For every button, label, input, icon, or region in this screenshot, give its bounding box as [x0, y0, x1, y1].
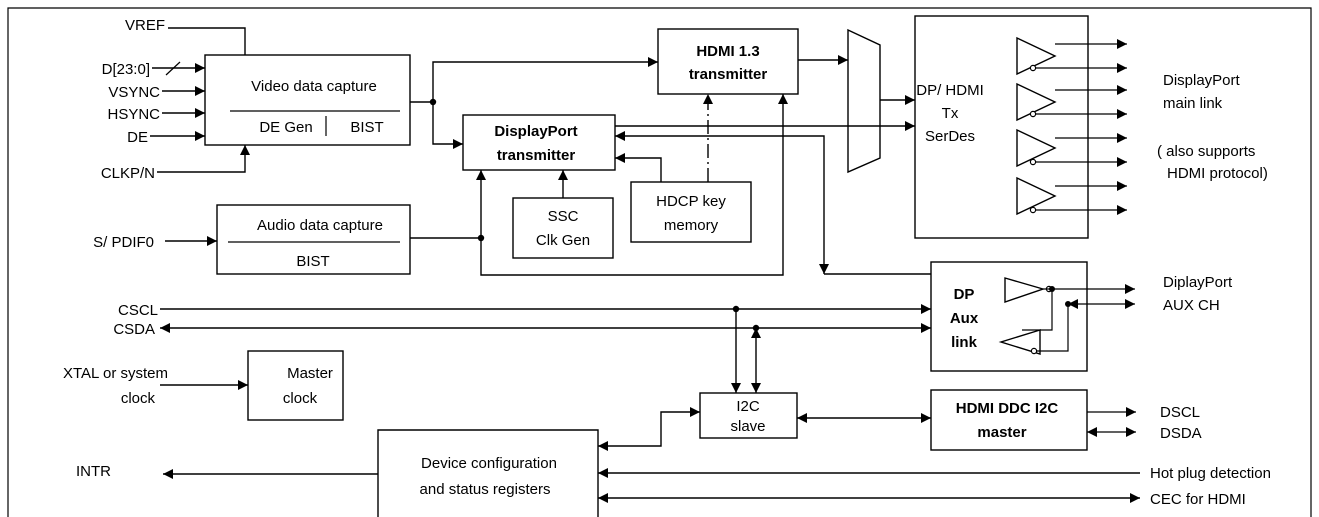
displayport-transmitter-block: DisplayPort transmitter [462, 114, 616, 171]
audio-data-capture-block: Audio data capture BIST [216, 204, 411, 275]
dev-config-line2: and status registers [420, 481, 551, 498]
video-bist-label: BIST [350, 119, 383, 136]
hot-plug-label: Hot plug detection [1150, 465, 1271, 482]
aux-line2: Aux [950, 310, 979, 327]
xtal-label-line2: clock [121, 390, 156, 407]
xtal-label-line1: XTAL or system [63, 365, 168, 382]
hdcp-key-memory-block: HDCP key memory [630, 181, 752, 243]
dp-tx-line2: transmitter [497, 147, 576, 164]
hdmi-tx-line2: transmitter [689, 66, 768, 83]
ssc-clock-gen-block: SSC Clk Gen [512, 197, 614, 259]
de-label: DE [127, 129, 148, 146]
connections [150, 27, 1140, 503]
dp-tx-line1: DisplayPort [494, 123, 577, 140]
cscl-label: CSCL [118, 302, 158, 319]
spdif-label: S/ PDIF0 [93, 234, 154, 251]
device-config-block: Device configuration and status register… [377, 429, 599, 517]
aux-line3: link [951, 334, 977, 351]
driver-4 [1016, 176, 1127, 216]
ddc-line1: HDMI DDC I2C [956, 400, 1059, 417]
hdmi-ddc-master-block: HDMI DDC I2C master [930, 389, 1088, 451]
serdes-line1: DP/ HDMI [916, 82, 984, 99]
i2c-slave-line1: I2C [736, 398, 760, 415]
audio-capture-title: Audio data capture [257, 217, 383, 234]
master-clock-line1: Master [287, 365, 333, 382]
clkpn-label: CLKP/N [101, 165, 155, 182]
dp-main-link-line1: DisplayPort [1163, 72, 1241, 89]
audio-bist-label: BIST [296, 253, 329, 270]
input-labels: VREF D[23:0] VSYNC HSYNC DE CLKP/N S/ PD… [63, 17, 168, 480]
driver-2 [1016, 82, 1127, 122]
video-data-capture-block: Video data capture DE Gen BIST [204, 54, 411, 146]
output-mux [847, 28, 881, 174]
output-labels: DisplayPort main link ( also supports HD… [1150, 72, 1271, 508]
serdes-line3: SerDes [925, 128, 975, 145]
cec-label: CEC for HDMI [1150, 491, 1246, 508]
hdcp-line1: HDCP key [656, 193, 726, 210]
i2c-slave-block: I2C slave [699, 392, 798, 439]
dp-main-link-line2: main link [1163, 95, 1223, 112]
ssc-line1: SSC [548, 208, 579, 225]
master-clock-line2: clock [283, 390, 318, 407]
ssc-line2: Clk Gen [536, 232, 590, 249]
aux-line1: DP [954, 286, 975, 303]
driver-1 [1016, 36, 1127, 76]
ddc-line2: master [977, 424, 1026, 441]
dev-config-line1: Device configuration [421, 455, 557, 472]
vref-label: VREF [125, 17, 165, 34]
intr-label: INTR [76, 463, 111, 480]
hdmi-tx-line1: HDMI 1.3 [696, 43, 759, 60]
i2c-slave-line2: slave [730, 418, 765, 435]
hsync-label: HSYNC [107, 106, 160, 123]
dscl-label: DSCL [1160, 404, 1200, 421]
csda-label: CSDA [113, 321, 155, 338]
data-bus-label: D[23:0] [102, 61, 150, 78]
hdmi-transmitter-block: HDMI 1.3 transmitter [657, 28, 799, 95]
driver-3 [1016, 128, 1127, 168]
also-supports-line1: ( also supports [1157, 143, 1255, 160]
outer-frame [7, 7, 1312, 517]
also-supports-line2: HDMI protocol) [1167, 165, 1268, 182]
de-gen-label: DE Gen [259, 119, 312, 136]
hdcp-line2: memory [664, 217, 719, 234]
dp-aux-link-block: DP Aux link [930, 261, 1088, 372]
serdes-block: DP/ HDMI Tx SerDes [914, 15, 1127, 239]
aux-ch-line2: AUX CH [1163, 297, 1220, 314]
aux-ch-line1: DiplayPort [1163, 274, 1233, 291]
dsda-label: DSDA [1160, 425, 1202, 442]
vsync-label: VSYNC [108, 84, 160, 101]
master-clock-block: Master clock [247, 350, 344, 421]
video-capture-title: Video data capture [251, 78, 377, 95]
serdes-line2: Tx [942, 105, 959, 122]
